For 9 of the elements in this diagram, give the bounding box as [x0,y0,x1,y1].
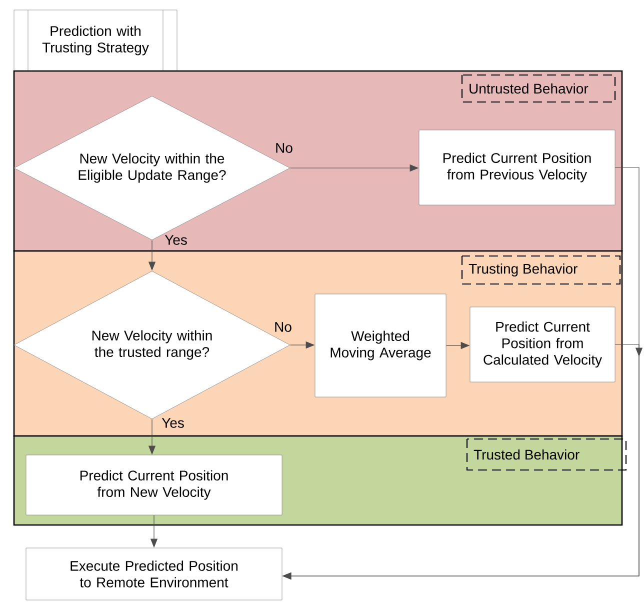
tab-box: Prediction with Trusting Strategy [14,10,178,72]
process-box: Predict Current Position from Calculated Velocity [470,306,616,382]
process-box: Predict Current Position from New Velocity [26,454,282,516]
edge-label: No [275,322,292,332]
process-box: Predict Current Position from Previous Velocity [418,130,616,206]
process-box: Execute Predicted Position to Remote Environment [26,548,282,600]
edge-label: Yes [162,418,184,428]
edge-label: No [276,143,292,153]
process-box: Weighted Moving Average [314,294,446,398]
